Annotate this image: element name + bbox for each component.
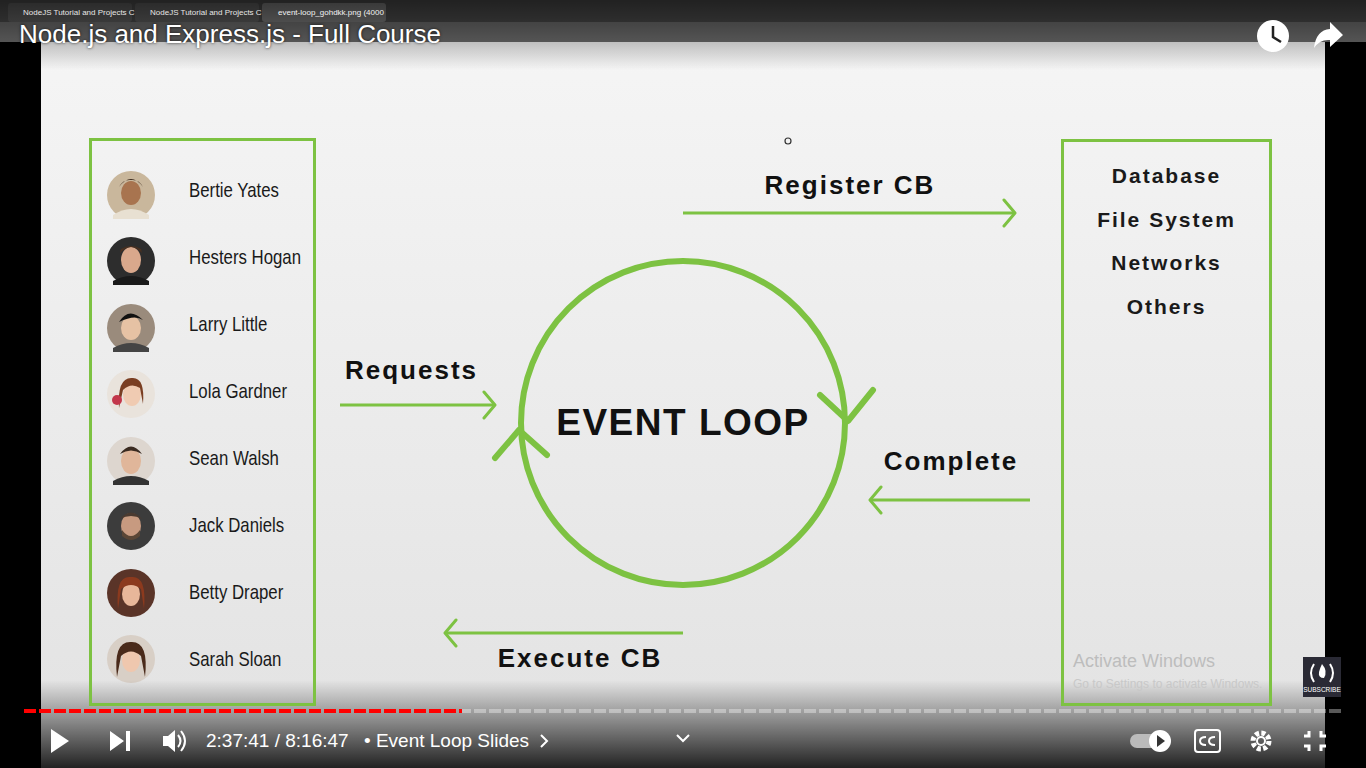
slide-ground [41,0,1325,768]
avatar [107,569,155,617]
loop-circle [521,261,845,585]
logo-flame [1319,664,1326,678]
client-name: Larry Little [189,310,267,338]
loop-arrowhead [820,390,873,421]
logo-brackets [1311,664,1333,682]
watermark: Go to Settings to activate Windows. [1073,677,1262,691]
progress-played [24,709,462,713]
avatar [107,635,155,683]
logo-caption: SUBSCRIBE [1303,686,1341,693]
top-shade [0,0,1366,70]
time-display: 2:37:41 / 8:16:47 [206,730,349,752]
share-icon [1314,22,1343,48]
controls-shade [0,680,1366,768]
avatar [107,437,155,485]
flow-label: Execute CB [498,643,663,674]
cc-icon [1195,730,1220,752]
avatar [107,171,155,219]
chapter-title: • Event Loop Slides [364,730,529,752]
resource-name: Database [1064,162,1269,190]
next-icon [110,731,130,751]
client-name: Hesters Hogan [189,243,301,271]
settings-gear [1253,733,1269,749]
volume-icon [163,730,175,752]
flow-label: Requests [345,355,478,386]
avatar [107,370,155,418]
watermark: Activate Windows [1073,651,1215,672]
avatar [107,304,155,352]
resource-name: Others [1064,293,1269,321]
event-loop-circle: EVENT LOOP [518,258,848,588]
settings-hub [1257,737,1265,745]
flow-arrow [445,632,683,635]
video-title: Node.js and Express.js - Full Course [19,19,441,50]
resource-name: File System [1064,206,1269,234]
client-name: Lola Gardner [189,377,287,405]
loop-arrowhead [495,430,547,458]
flow-arrow [683,212,1015,215]
client-name: Jack Daniels [189,511,284,539]
play-icon [51,729,69,753]
avatar [107,237,155,285]
flow-label: Register CB [765,170,936,201]
fullscreen-exit-icon [1304,731,1326,751]
browser-tab-title: NodeJS Tutorial and Projects C [150,8,262,17]
client-list-box: Bertie YatesHesters HoganLarry LittleLol… [89,138,316,706]
clock-hands [1273,26,1281,42]
browser-tab-title: NodeJS Tutorial and Projects C [23,8,135,17]
cc-glyph [1200,737,1215,745]
flow-arrow [340,404,495,407]
watch-later-icon [1257,20,1289,52]
loop-label: EVENT LOOP [556,402,809,444]
client-name: Bertie Yates [189,176,279,204]
flow-label: Complete [884,446,1018,477]
client-name: Betty Draper [189,578,283,606]
browser-tab-title: event-loop_gohdkk.png (4000 [278,8,384,17]
resource-name: Networks [1064,249,1269,277]
channel-logo [1303,657,1341,697]
flow-arrow [870,499,1030,502]
progress-track [24,709,1342,713]
expand-chevron [677,735,689,741]
cursor [785,138,791,144]
autoplay-knob [1149,730,1171,752]
volume-waves [178,731,185,751]
resource-box: DatabaseFile SystemNetworksOthers [1061,139,1272,706]
client-name: Sarah Sloan [189,645,281,673]
client-name: Sean Walsh [189,444,279,472]
avatar [107,502,155,550]
chapter-chevron [541,735,547,747]
autoplay-play [1157,735,1165,747]
